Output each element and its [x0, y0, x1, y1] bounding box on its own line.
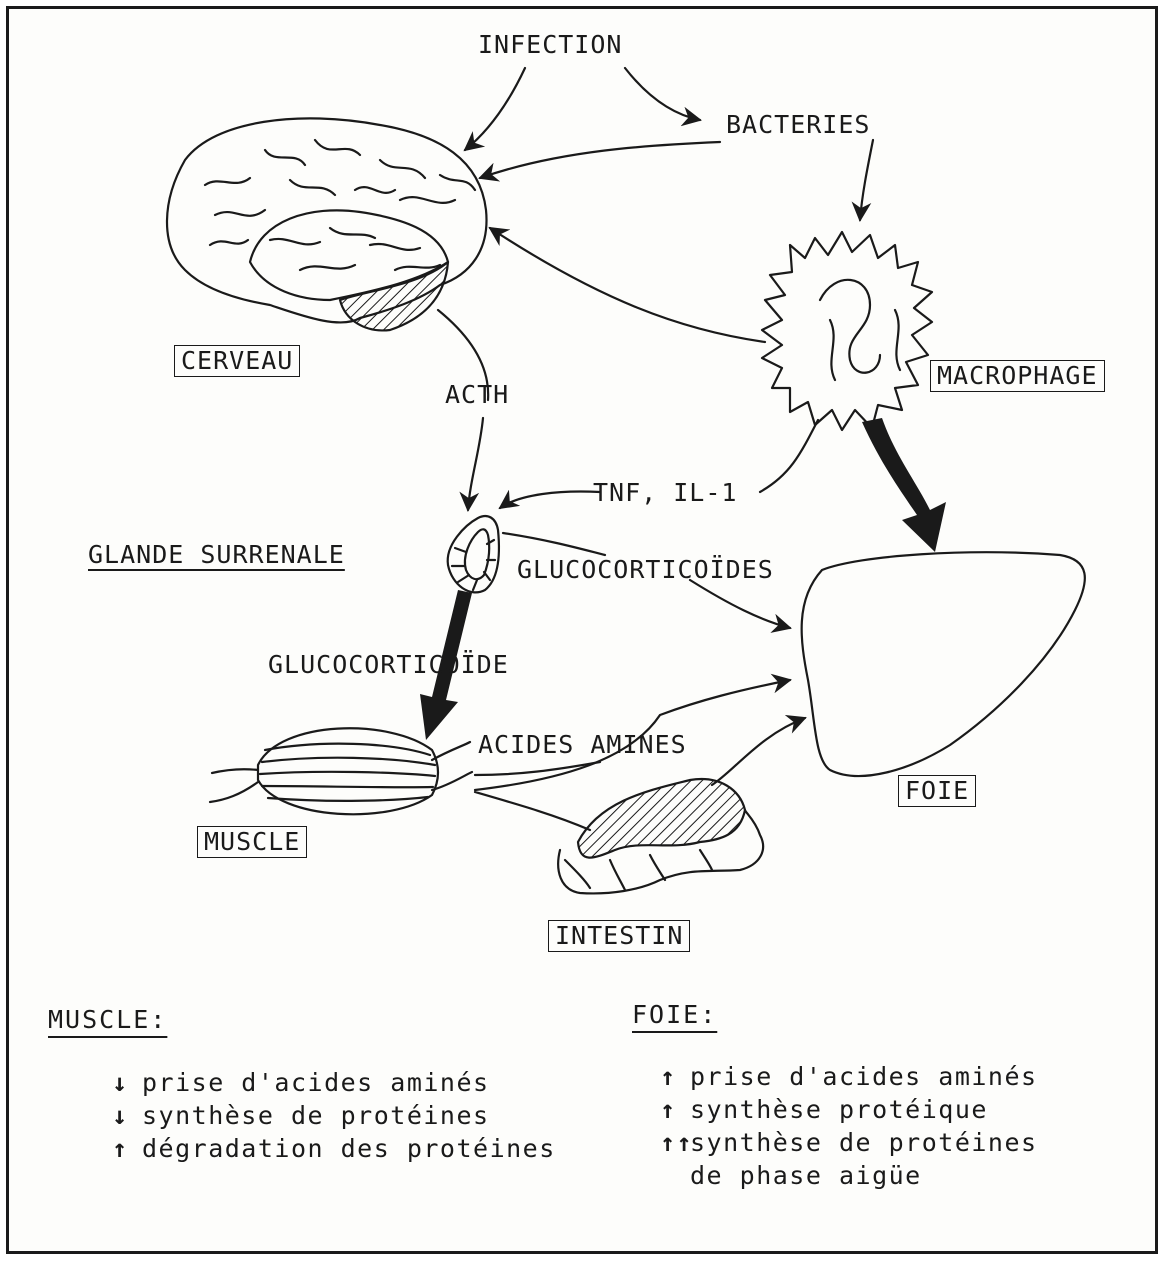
- list-item: ↑↑synthèse de protéines: [660, 1126, 1038, 1159]
- intestine-drawing: [558, 779, 763, 893]
- arrow-up-icon: ↑: [112, 1132, 142, 1165]
- effect-text: de phase aigüe: [690, 1161, 922, 1190]
- macrophage-drawing: [762, 232, 932, 430]
- intestin-label: INTESTIN: [548, 920, 690, 952]
- list-item: ↑prise d'acides aminés: [660, 1060, 1038, 1093]
- tnf-il1-label: TNF, IL-1: [593, 478, 737, 507]
- glucocorticoide-label: GLUCOCORTICOÏDE: [268, 650, 509, 679]
- muscle-effects-title: MUSCLE:: [48, 1005, 167, 1034]
- effect-text: prise d'acides aminés: [690, 1062, 1038, 1091]
- brain-drawing: [167, 118, 487, 330]
- foie-effects-list: ↑prise d'acides aminés ↑synthèse protéiq…: [660, 1060, 1038, 1192]
- bacteries-label: BACTERIES: [726, 110, 870, 139]
- effect-text: synthèse de protéines: [142, 1101, 490, 1130]
- macrophage-label: MACROPHAGE: [930, 360, 1105, 392]
- effect-text: synthèse de protéines: [690, 1128, 1038, 1157]
- muscle-drawing: [210, 728, 472, 814]
- glande-surrenale-label: GLANDE SURRENALE: [88, 540, 345, 569]
- arrows: [438, 68, 873, 830]
- double-arrow-up-icon: ↑↑: [660, 1126, 690, 1159]
- arrow-down-icon: ↓: [112, 1066, 142, 1099]
- cerveau-label: CERVEAU: [174, 345, 300, 377]
- effect-text: synthèse protéique: [690, 1095, 988, 1124]
- muscle-effects-list: ↓prise d'acides aminés ↓synthèse de prot…: [112, 1066, 556, 1165]
- glucocorticoides-label: GLUCOCORTICOÏDES: [517, 555, 774, 584]
- muscle-label: MUSCLE: [197, 826, 307, 858]
- list-item: ↓synthèse de protéines: [112, 1099, 556, 1132]
- list-item: de phase aigüe: [660, 1159, 1038, 1192]
- foie-effects-title: FOIE:: [632, 1000, 717, 1029]
- effect-text: prise d'acides aminés: [142, 1068, 490, 1097]
- adrenal-gland-drawing: [448, 516, 499, 592]
- acth-label: ACTH: [445, 380, 509, 409]
- arrow-up-icon: ↑: [660, 1060, 690, 1093]
- arrow-down-icon: ↓: [112, 1099, 142, 1132]
- foie-label: FOIE: [898, 775, 976, 807]
- liver-drawing: [802, 552, 1085, 776]
- acides-amines-label: ACIDES AMINES: [478, 730, 687, 759]
- list-item: ↑dégradation des protéines: [112, 1132, 556, 1165]
- infection-label: INFECTION: [478, 30, 622, 59]
- effect-text: dégradation des protéines: [142, 1134, 556, 1163]
- list-item: ↓prise d'acides aminés: [112, 1066, 556, 1099]
- arrow-up-icon: ↑: [660, 1093, 690, 1126]
- list-item: ↑synthèse protéique: [660, 1093, 1038, 1126]
